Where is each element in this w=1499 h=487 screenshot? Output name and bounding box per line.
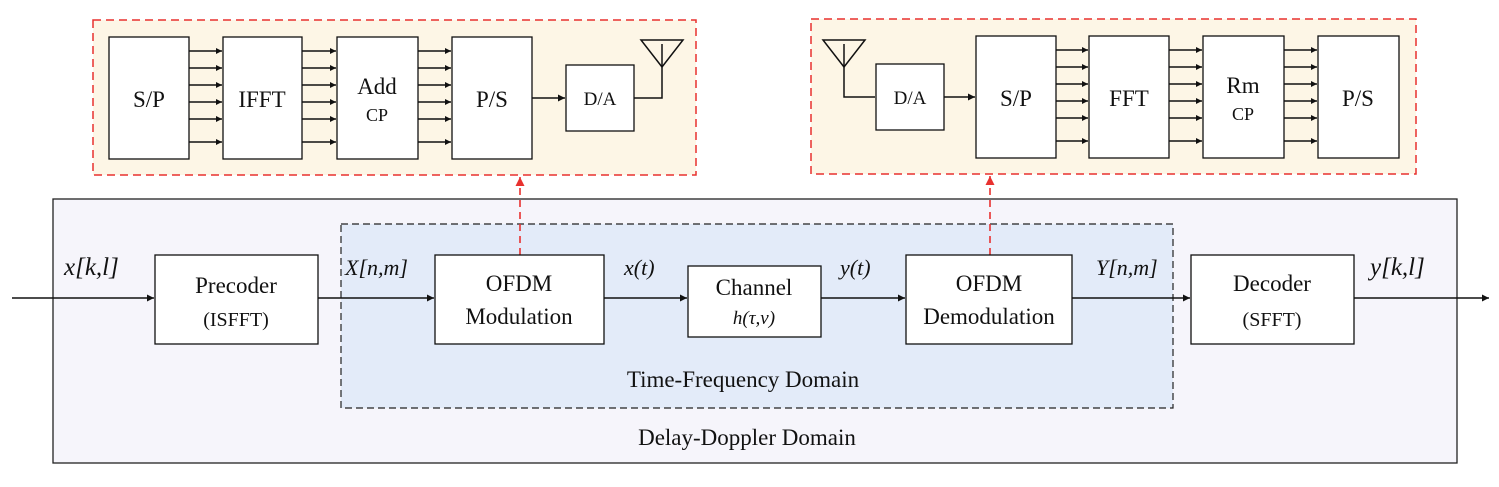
signal-x-kl: x[k,l] xyxy=(63,254,119,281)
time-frequency-domain-label: Time-Frequency Domain xyxy=(627,367,860,392)
tx-ifft-block xyxy=(222,36,303,160)
decoder-block xyxy=(1190,254,1355,345)
rx-rmcp-label-line1: Rm xyxy=(1226,73,1259,98)
tx-addcp-label-line2: CP xyxy=(366,105,388,125)
antenna-icon xyxy=(821,39,867,69)
rx-sp-block xyxy=(975,35,1057,159)
tx-ifft-label: IFFT xyxy=(238,87,285,112)
tx-da-block xyxy=(565,64,635,132)
rx-fft-label: FFT xyxy=(1109,86,1149,111)
rx-antenna-to-da-line xyxy=(843,44,875,98)
antenna-icon xyxy=(639,39,685,69)
tx-da-to-antenna-line xyxy=(634,44,663,99)
channel-function: h(τ,ν) xyxy=(733,308,775,329)
ofdm-demodulation-block xyxy=(905,254,1073,345)
rx-rmcp-label-line2: CP xyxy=(1232,104,1254,124)
ofdm-demodulation-label-line2: Demodulation xyxy=(923,304,1055,329)
signal-Y-nm: Y[n,m] xyxy=(1096,255,1158,280)
precoder-sublabel: (ISFFT) xyxy=(203,309,269,331)
signal-y-kl: y[k,l] xyxy=(1367,254,1425,281)
rx-parallel-arrows xyxy=(1056,47,1317,144)
ofdm-modulation-label-line1: OFDM xyxy=(486,271,552,296)
decoder-sublabel: (SFFT) xyxy=(1243,309,1302,331)
rx-fft-block xyxy=(1088,35,1170,159)
ofdm-modulation-block xyxy=(434,254,605,345)
rx-sp-label: S/P xyxy=(1000,86,1032,111)
tx-ps-label: P/S xyxy=(476,87,508,112)
decoder-label: Decoder xyxy=(1233,271,1311,296)
rx-da-label: D/A xyxy=(894,88,927,109)
tx-da-label: D/A xyxy=(584,89,617,110)
tx-addcp-label-line1: Add xyxy=(357,74,397,99)
signal-X-nm: X[n,m] xyxy=(344,255,408,280)
rx-ps-block xyxy=(1317,35,1400,159)
channel-block xyxy=(687,265,822,338)
ofdm-modulation-label-line2: Modulation xyxy=(465,304,573,329)
rx-rmcp-block xyxy=(1202,35,1285,159)
rx-ps-label: P/S xyxy=(1342,86,1374,111)
tx-sp-block xyxy=(108,36,190,160)
tx-parallel-arrows xyxy=(189,48,451,145)
tx-addcp-block xyxy=(336,36,419,160)
tx-sp-label: S/P xyxy=(133,87,165,112)
channel-label: Channel xyxy=(716,275,793,300)
delay-doppler-domain-label: Delay-Doppler Domain xyxy=(638,425,856,450)
signal-y-t: y(t) xyxy=(838,255,871,280)
signal-x-t: x(t) xyxy=(623,255,655,280)
precoder-label: Precoder xyxy=(195,273,277,298)
precoder-block xyxy=(154,254,319,345)
ofdm-demodulation-label-line1: OFDM xyxy=(956,271,1022,296)
